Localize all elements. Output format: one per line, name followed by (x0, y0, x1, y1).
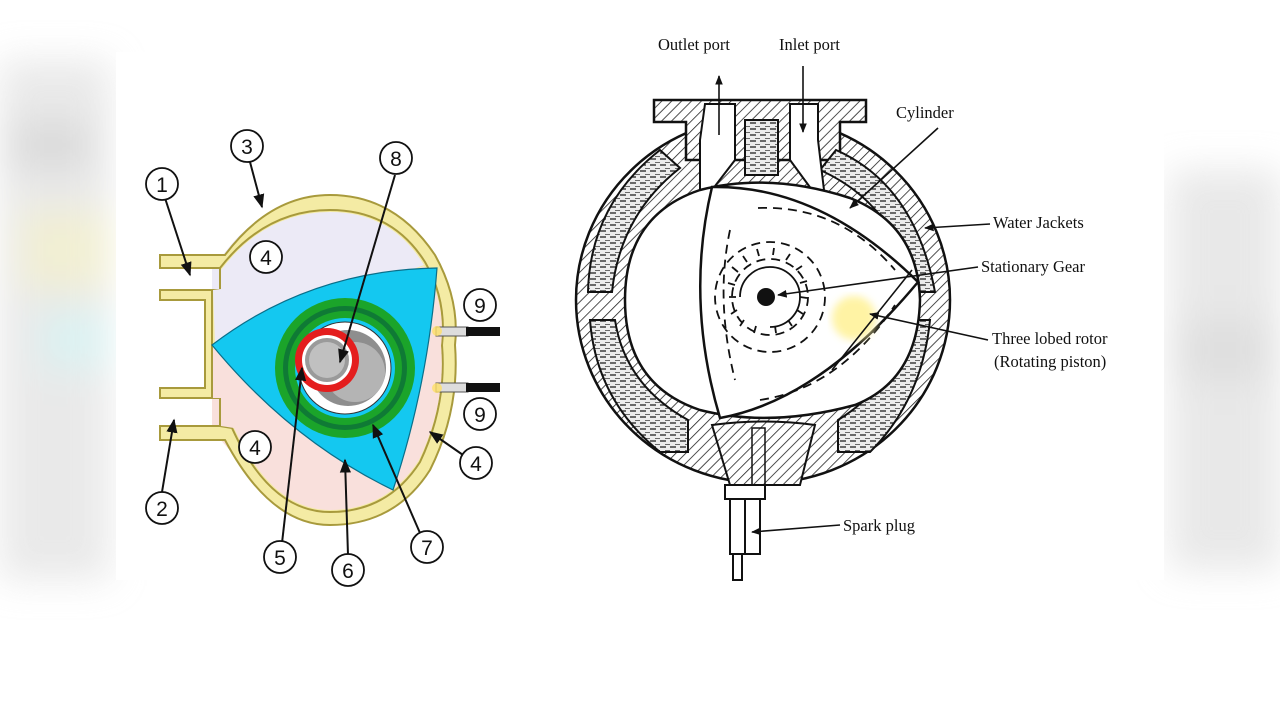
right-wankel-diagram: Outlet port Inlet port Cylinder Water Ja… (574, 35, 1108, 581)
label-rotor-line1: Three lobed rotor (992, 329, 1108, 348)
stationary-gear-right (727, 247, 808, 334)
callout-7: 7 (421, 537, 433, 560)
shaft-center (757, 288, 775, 306)
callout-1: 1 (156, 174, 168, 197)
spark-plug (724, 427, 766, 581)
label-water-jackets: Water Jackets (993, 213, 1084, 232)
left-rotary-engine-diagram: 1 3 8 4 9 9 4 4 2 5 6 7 (145, 129, 500, 587)
label-spark-plug: Spark plug (843, 516, 915, 535)
callout-8: 8 (390, 148, 402, 171)
spark-plug-lower (432, 382, 500, 393)
label-stationary-gear: Stationary Gear (981, 257, 1086, 276)
highlight-spot (832, 296, 876, 340)
callout-4-right: 4 (470, 453, 482, 476)
label-rotor-line2: (Rotating piston) (994, 352, 1106, 371)
label-inlet-port: Inlet port (779, 35, 840, 54)
callout-4-lower: 4 (249, 437, 261, 460)
callout-9-lower: 9 (474, 404, 486, 427)
callout-5: 5 (274, 547, 286, 570)
housing-inner (211, 208, 444, 514)
callout-9-upper: 9 (474, 295, 486, 318)
label-cylinder: Cylinder (896, 103, 954, 122)
callout-6: 6 (342, 560, 354, 583)
callout-4-upper: 4 (260, 247, 272, 270)
spark-plug-upper (432, 326, 500, 337)
callout-2: 2 (156, 498, 168, 521)
callout-3: 3 (241, 136, 253, 159)
label-outlet-port: Outlet port (658, 35, 730, 54)
